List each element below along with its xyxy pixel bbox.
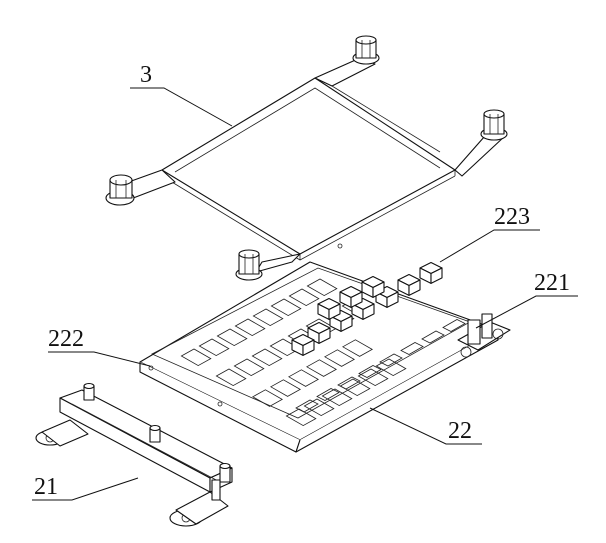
pocket-square	[357, 368, 389, 387]
pocket-square	[252, 308, 284, 327]
label-22-text: 22	[448, 418, 472, 444]
cube-front	[408, 279, 421, 296]
pocket-square	[305, 359, 338, 377]
pocket-square	[375, 358, 407, 377]
pocket-square	[341, 339, 374, 357]
pocket-square	[269, 379, 302, 397]
pocket-square	[288, 288, 320, 307]
cube-front	[362, 303, 375, 320]
pocket-square	[339, 378, 371, 397]
cube-front	[318, 327, 331, 344]
pocket-square	[270, 298, 302, 317]
cube-front	[328, 303, 341, 320]
cube-front	[350, 291, 363, 308]
pocket-square	[358, 365, 382, 378]
plate-cube-array	[291, 261, 443, 356]
pocket-square	[306, 278, 338, 297]
pocket-square	[379, 353, 403, 367]
pocket-square	[251, 348, 283, 367]
pocket-square	[233, 358, 265, 377]
cube-front	[372, 281, 385, 298]
part-22-grid-plate	[139, 243, 499, 453]
pocket-square	[400, 342, 424, 355]
pocket-square	[215, 368, 247, 387]
cover-bolt-left	[105, 174, 135, 206]
part-21-base-rail	[35, 382, 233, 527]
pocket-square	[321, 388, 353, 407]
label-223: 223	[439, 204, 540, 263]
cube-front	[430, 267, 443, 284]
label-221-text: 221	[534, 270, 570, 296]
label-3-text: 3	[140, 62, 152, 88]
pocket-square	[180, 348, 212, 367]
cube-front	[386, 291, 399, 308]
label-22: 22	[369, 407, 482, 445]
pocket-square	[442, 319, 466, 332]
pocket-square	[285, 408, 317, 427]
label-21: 21	[32, 474, 139, 501]
label-3: 3	[130, 62, 233, 127]
label-221: 221	[475, 270, 578, 329]
label-222-text: 222	[48, 326, 84, 352]
pocket-square	[251, 389, 284, 407]
pocket-square	[287, 369, 320, 387]
label-21-text: 21	[34, 474, 58, 500]
cover-bolt-top	[352, 35, 380, 65]
pocket-square	[323, 349, 356, 367]
part-221-side-bracket	[457, 313, 511, 358]
pocket-square	[216, 328, 248, 347]
cube-front	[302, 339, 315, 356]
pocket-square	[234, 318, 266, 337]
cover-bolt-right	[480, 109, 508, 141]
pocket-square	[421, 330, 445, 344]
label-222: 222	[48, 326, 151, 367]
pocket-square	[198, 338, 230, 357]
pocket-square	[316, 388, 340, 401]
cube-front	[340, 315, 353, 332]
label-223-text: 223	[494, 204, 530, 230]
part-3-cover-plate	[111, 57, 506, 273]
cover-bolt-bottom	[235, 249, 263, 281]
pocket-square	[295, 399, 319, 413]
pocket-square	[337, 376, 361, 390]
